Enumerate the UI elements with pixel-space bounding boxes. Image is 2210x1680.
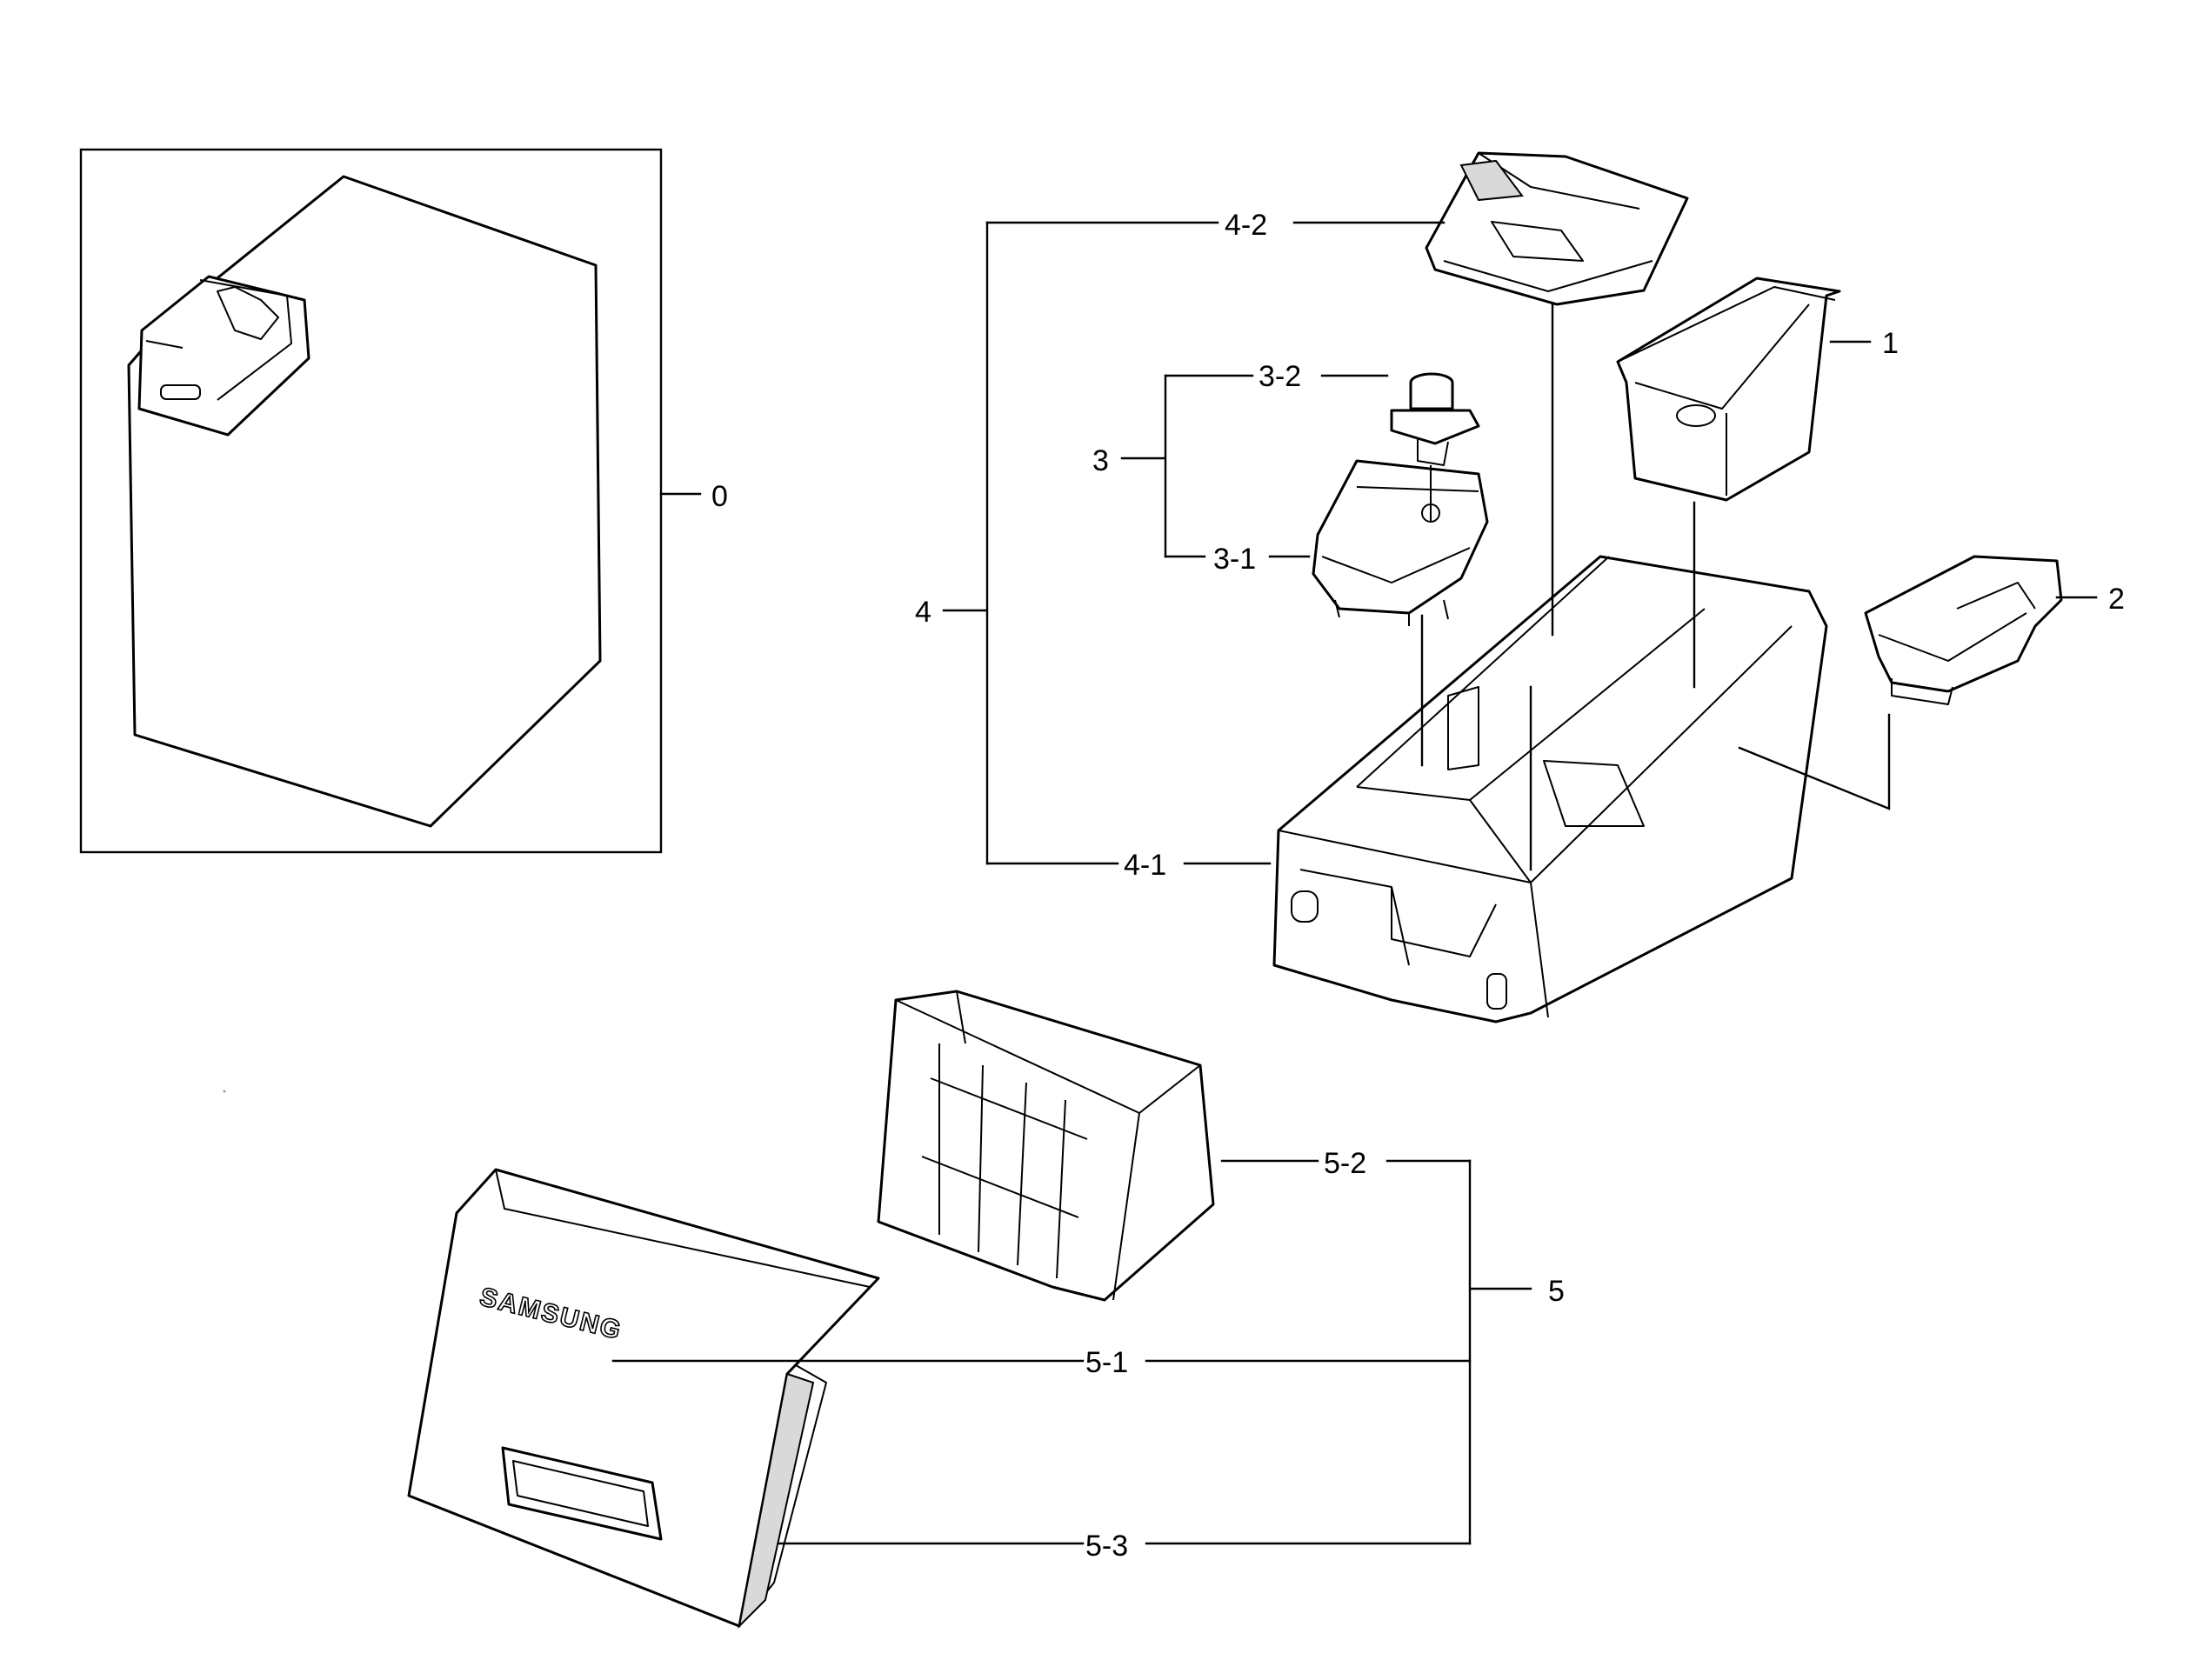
callout-1: 1 <box>1882 327 1899 360</box>
part-2-tray <box>1864 555 2063 705</box>
callout-4-2: 4-2 <box>1225 209 1267 242</box>
bracket-5 <box>1468 1159 1532 1545</box>
part-1-tray <box>1616 277 1841 502</box>
bracket-3 <box>1120 374 1167 558</box>
callout-5-2: 5-2 <box>1324 1147 1366 1180</box>
callout-5: 5 <box>1548 1275 1565 1308</box>
callout-3: 3 <box>1092 444 1109 477</box>
callout-5-1: 5-1 <box>1085 1346 1128 1379</box>
part-3-1-cup <box>1312 459 1489 626</box>
callout-0: 0 <box>711 480 728 513</box>
callout-3-2: 3-2 <box>1259 360 1301 393</box>
part-4-2-tray <box>1425 151 1689 306</box>
callout-3-1: 3-1 <box>1213 543 1256 576</box>
callout-4-1: 4-1 <box>1124 849 1166 882</box>
guide-lines <box>1420 303 1891 871</box>
bracket-4 <box>942 221 989 865</box>
callout-5-3: 5-3 <box>1085 1530 1128 1563</box>
assembly-0-panel <box>79 148 663 854</box>
stray-mark <box>223 1090 226 1093</box>
part-5-2-insert <box>877 990 1215 1302</box>
part-5-3-front-panel <box>407 1168 880 1630</box>
part-4-1-drawer <box>1272 555 1828 1023</box>
callout-4: 4 <box>915 596 931 629</box>
part-3-2-cap <box>1390 372 1480 466</box>
callout-2: 2 <box>2108 583 2125 616</box>
